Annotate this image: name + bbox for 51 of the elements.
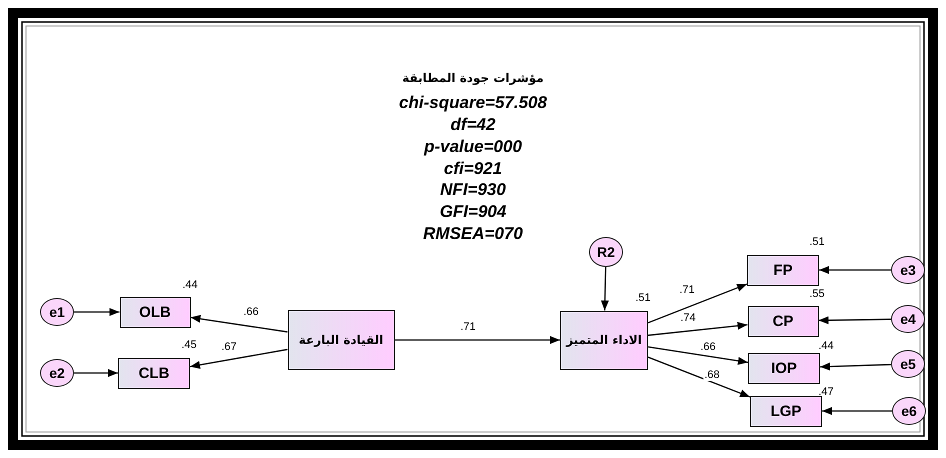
error-circle: e6 — [892, 397, 926, 425]
fit-index: p-value=000 — [424, 137, 522, 156]
fit-index: cfi=921 — [444, 159, 502, 178]
arrow — [190, 348, 288, 369]
error-circle: R2 — [589, 237, 623, 267]
coefficient-label: .55 — [809, 288, 825, 300]
variable-box: LGP — [750, 396, 822, 426]
coefficient-label: .44 — [182, 279, 198, 291]
error-circle: e2 — [40, 359, 74, 387]
edge-label: .67 — [220, 341, 238, 353]
variable-box: FP — [747, 254, 819, 286]
heading: مؤشرات جودة المطابقة — [402, 71, 544, 85]
arrow — [74, 308, 120, 316]
variable-box: IOP — [748, 352, 820, 384]
arrow — [820, 362, 892, 371]
arrow — [394, 336, 560, 344]
error-circle: e5 — [891, 350, 925, 378]
arrow — [818, 316, 892, 324]
coefficient-label: .47 — [818, 386, 834, 398]
variable-box: الاداء المتميز — [560, 310, 648, 370]
variable-box: القيادة البارعة — [288, 310, 394, 370]
arrow — [600, 266, 609, 311]
arrow — [74, 369, 118, 377]
fit-index: RMSEA=070 — [423, 224, 523, 243]
error-circle: e4 — [891, 305, 925, 333]
variable-box: OLB — [120, 296, 190, 328]
error-circle: e3 — [891, 256, 925, 284]
edge-label: .74 — [679, 312, 697, 324]
arrow — [819, 266, 891, 274]
variable-box: CP — [748, 306, 818, 336]
arrow — [648, 322, 748, 336]
fit-index: df=42 — [450, 115, 496, 134]
edge-label: .71 — [459, 321, 477, 333]
edge-label: .68 — [703, 369, 721, 381]
arrow — [648, 346, 748, 365]
edge-label: .71 — [678, 284, 696, 296]
error-circle: e1 — [40, 298, 74, 326]
edge-label: .66 — [242, 306, 260, 318]
coefficient-label: .44 — [818, 340, 834, 352]
fit-index: chi-square=57.508 — [399, 93, 547, 112]
arrow — [190, 314, 288, 333]
arrow — [822, 407, 892, 415]
fit-index: GFI=904 — [440, 202, 506, 221]
coefficient-label: .51 — [635, 292, 651, 304]
fit-index: NFI=930 — [440, 180, 506, 199]
arrow — [648, 356, 750, 398]
variable-box: CLB — [118, 358, 190, 388]
coefficient-label: .51 — [809, 236, 825, 248]
arrow — [648, 283, 748, 324]
coefficient-label: .45 — [181, 339, 197, 351]
edge-label: .66 — [699, 341, 717, 353]
